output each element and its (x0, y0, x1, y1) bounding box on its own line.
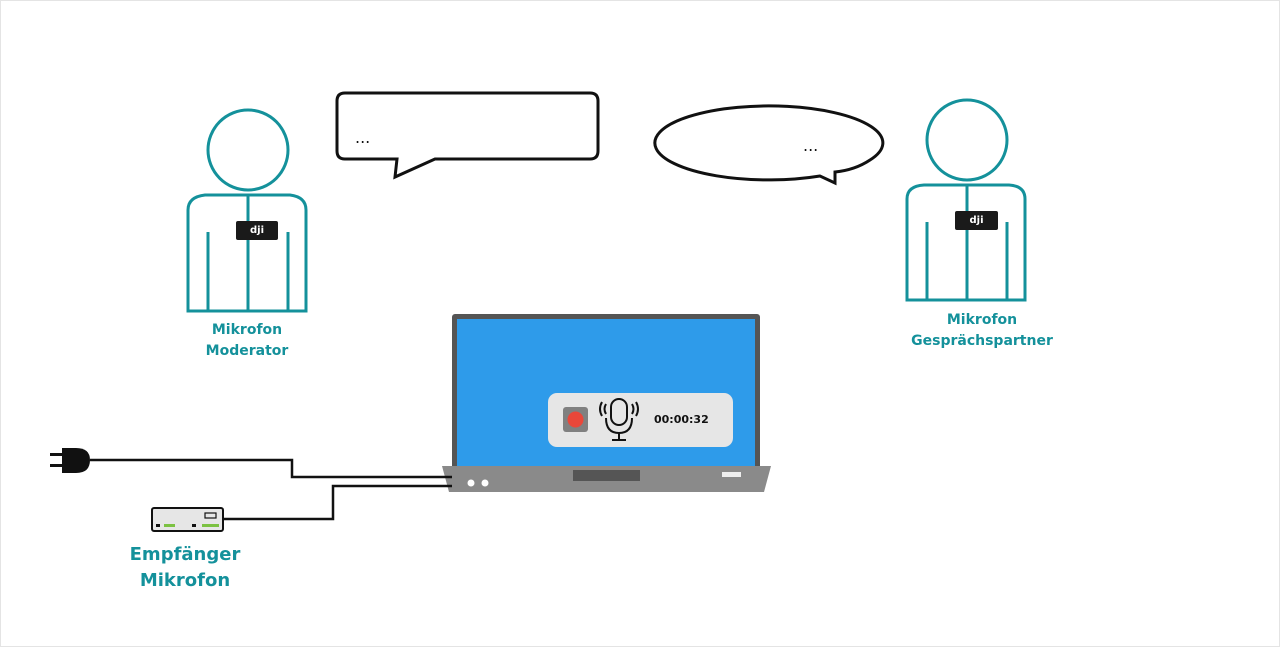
receiver-cable (223, 484, 452, 521)
receiver-label-line2: Mikrofon (139, 570, 231, 591)
moderator-speech-text: ... (355, 128, 371, 147)
receiver-label: Empfänger Mikrofon (105, 542, 265, 594)
speech-bubble-partner (653, 104, 885, 186)
partner-label-line2: Gesprächspartner (911, 333, 1053, 349)
moderator-label-line2: Moderator (205, 343, 289, 359)
partner-label-line1: Mikrofon (946, 312, 1018, 328)
power-cable (90, 458, 452, 479)
moderator-label-line1: Mikrofon (211, 322, 283, 338)
moderator-mic-badge: dji (236, 221, 278, 240)
power-plug-icon (50, 448, 90, 473)
partner-label: Mikrofon Gesprächspartner (882, 310, 1082, 352)
record-icon (567, 411, 584, 428)
moderator-label: Mikrofon Moderator (167, 320, 327, 362)
receiver-label-line1: Empfänger (129, 544, 241, 565)
partner-figure (905, 98, 1027, 302)
partner-mic-badge: dji (955, 211, 998, 230)
recording-timer: 00:00:32 (654, 413, 709, 426)
partner-speech-text: ... (803, 136, 819, 155)
microphone-icon (599, 398, 639, 441)
recording-panel (548, 393, 733, 447)
moderator-figure (186, 108, 308, 313)
speech-bubble-moderator (335, 91, 600, 180)
laptop (442, 314, 771, 492)
receiver-device (151, 507, 224, 532)
